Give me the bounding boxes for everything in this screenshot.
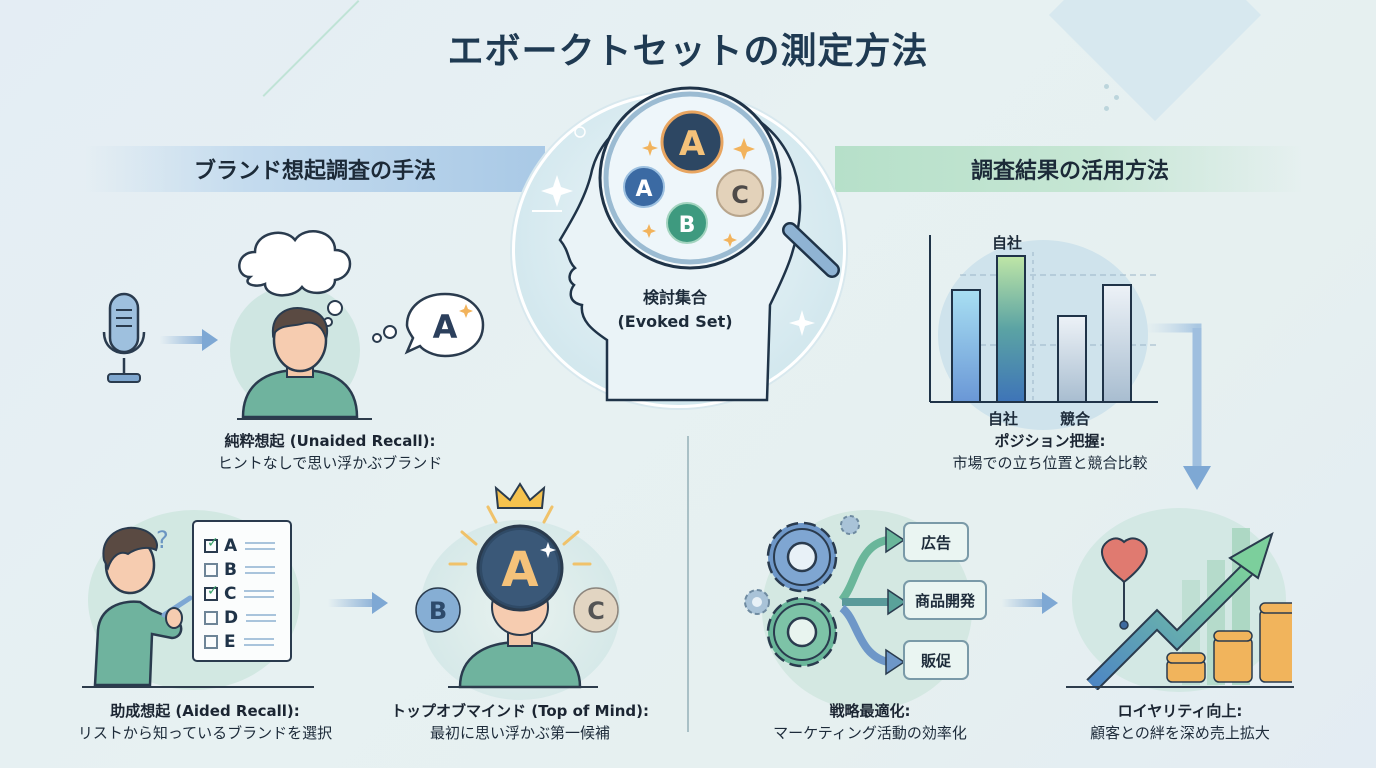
person-icon [241, 307, 359, 419]
checklist-letter: E [224, 632, 236, 652]
checkbox-icon [204, 563, 218, 577]
strategy-target-product-dev: 商品開発 [903, 580, 987, 620]
checklist-letter: D [224, 608, 239, 628]
aided-recall-description: リストから知っているブランドを選択 [77, 724, 333, 742]
checklist-item: ✓ A [204, 534, 290, 558]
checklist-letter: C [224, 584, 237, 604]
ground-line [82, 686, 314, 688]
line-placeholder [244, 590, 275, 598]
svg-text:C: C [587, 597, 605, 625]
checklist-item: ✓ C [204, 582, 290, 606]
strategy-description: マーケティング活動の効率化 [773, 724, 967, 742]
elbow-arrow-down-icon [1145, 323, 1211, 490]
checklist-item: B [204, 558, 290, 582]
section-heading-left-text: ブランド想起調査の手法 [193, 159, 436, 184]
speech-bubble-icon: A [372, 292, 485, 358]
chart-x-label-own: 自社 [988, 410, 1019, 428]
evoked-set-label-en: (Evoked Set) [617, 312, 733, 331]
top-of-mind-description: 最初に思い浮かぶ第一候補 [429, 724, 610, 742]
line-placeholder [246, 614, 277, 622]
strategy-target-ad: 広告 [903, 522, 969, 562]
brand-checklist: ✓ A B ✓ C D E [192, 520, 292, 662]
svg-text:A: A [501, 542, 538, 598]
head-magnifier-illustration: A A B C [532, 86, 840, 402]
top-of-mind-illustration: A B C [415, 482, 619, 689]
loyalty-growth-illustration [1086, 528, 1292, 690]
section-heading-right: 調査結果の活用方法 [835, 146, 1305, 192]
person-with-pen-icon: ? [93, 526, 193, 687]
loyalty-caption: ロイヤリティ向上: 顧客との絆を深め売上拡大 [1030, 700, 1330, 744]
chart-highlight-label: 自社 [992, 234, 1023, 252]
svg-text:B: B [429, 597, 447, 625]
position-caption: ポジション把握: 市場での立ち位置と競合比較 [900, 430, 1200, 474]
strategy-caption: 戦略最適化: マーケティング活動の効率化 [720, 700, 1020, 744]
evoked-set-label-jp: 検討集合 [642, 288, 707, 307]
top-of-mind-title: トップオブマインド (Top of Mind): [391, 702, 649, 720]
checklist-letter: B [224, 560, 237, 580]
unaided-recall-caption: 純粋想起 (Unaided Recall): ヒントなしで思い浮かぶブランド [160, 430, 500, 474]
gears-icon [744, 515, 860, 668]
checkbox-checked-icon: ✓ [204, 583, 219, 601]
branching-arrows-icon [838, 526, 908, 676]
svg-text:A: A [433, 308, 458, 346]
strategy-target-promotion: 販促 [903, 640, 969, 680]
page-title: エボークトセットの測定方法 [447, 31, 929, 72]
loyalty-title: ロイヤリティ向上: [1117, 702, 1243, 720]
line-placeholder [245, 542, 276, 550]
checkbox-icon [204, 635, 218, 649]
checkbox-icon [204, 611, 218, 625]
section-divider [687, 436, 689, 732]
chart-x-label-competitor: 競合 [1060, 410, 1091, 428]
gear-large-blue [766, 521, 838, 593]
ground-line [1066, 686, 1294, 688]
evoked-set-label: 検討集合 (Evoked Set) [600, 286, 750, 334]
checkbox-checked-icon: ✓ [204, 535, 219, 553]
svg-text:C: C [731, 181, 749, 209]
strategy-title: 戦略最適化: [829, 702, 911, 720]
microphone-icon [102, 292, 146, 383]
gear-large-green [766, 596, 838, 668]
svg-text:B: B [679, 213, 696, 238]
position-title: ポジション把握: [994, 432, 1106, 450]
unaided-recall-title: 純粋想起 (Unaided Recall): [224, 432, 436, 450]
unaided-recall-description: ヒントなしで思い浮かぶブランド [217, 454, 443, 472]
loyalty-description: 顧客との絆を深め売上拡大 [1090, 724, 1270, 742]
top-of-mind-caption: トップオブマインド (Top of Mind): 最初に思い浮かぶ第一候補 [360, 700, 680, 744]
aided-recall-caption: 助成想起 (Aided Recall): リストから知っているブランドを選択 [40, 700, 370, 744]
checklist-letter: A [224, 536, 238, 556]
arrow-right-icon [328, 592, 388, 614]
section-heading-right-text: 調査結果の活用方法 [970, 159, 1169, 184]
checklist-item: D [204, 606, 290, 630]
line-placeholder [244, 566, 275, 574]
svg-text:A: A [679, 124, 706, 164]
ground-line [448, 686, 598, 688]
decorative-dot [1104, 106, 1109, 111]
decorative-dot [1114, 95, 1119, 100]
position-description: 市場での立ち位置と競合比較 [952, 454, 1148, 472]
arrow-right-icon [1002, 592, 1058, 614]
position-bar-chart [929, 235, 1158, 403]
svg-text:A: A [635, 177, 652, 202]
arrow-right-icon [160, 329, 218, 351]
line-placeholder [243, 638, 274, 646]
ground-line [237, 418, 372, 420]
checklist-item: E [204, 630, 290, 654]
svg-text:?: ? [156, 526, 169, 554]
section-heading-left: ブランド想起調査の手法 [85, 146, 545, 192]
decorative-dot [1104, 84, 1109, 89]
aided-recall-title: 助成想起 (Aided Recall): [110, 702, 300, 720]
